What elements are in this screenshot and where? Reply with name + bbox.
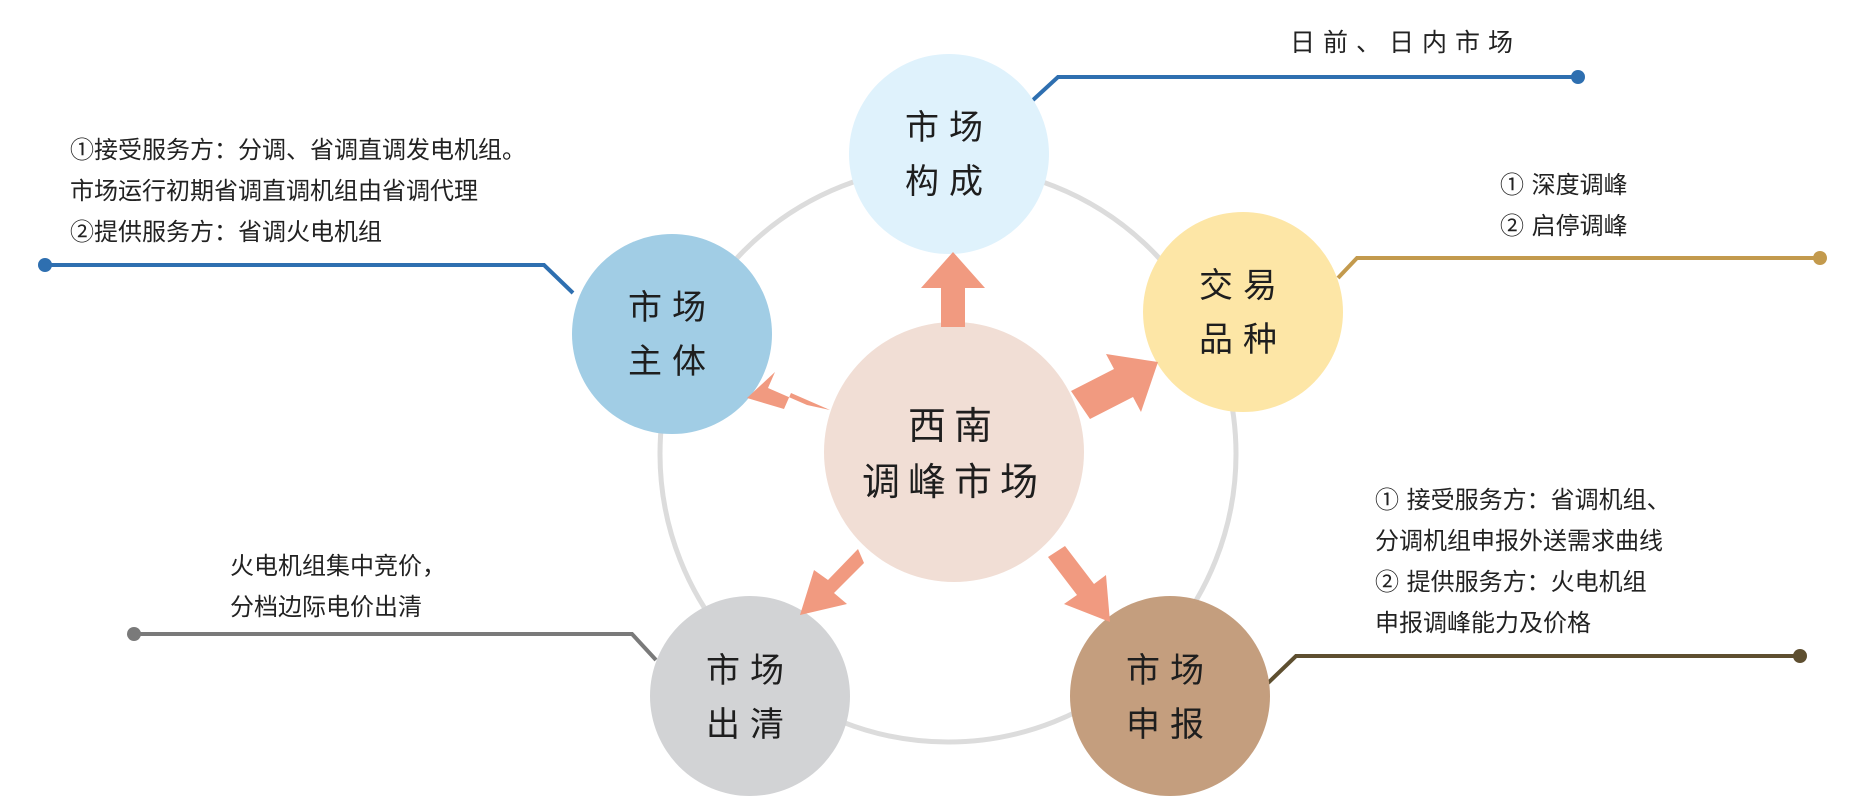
note-bottom-right-line3: ② 提供服务方：火电机组 [1375, 568, 1647, 596]
note-top: 日前、日内市场 [1290, 22, 1521, 63]
node-bottom-left-line2: 出清 [706, 705, 794, 745]
note-bottom-left: 火电机组集中竞价， 分档边际电价出清 [230, 546, 446, 628]
node-top-line2: 构成 [905, 162, 993, 202]
note-right-line2: ② 启停调峰 [1500, 212, 1628, 240]
arrow-to-bottom-left [800, 549, 864, 615]
node-circle-left [572, 234, 772, 434]
node-label-left: 市场 主体 [572, 280, 772, 390]
node-circle-bottom-right [1070, 596, 1270, 796]
node-circle-top [849, 54, 1049, 254]
note-top-line1: 日前、日内市场 [1290, 28, 1522, 57]
node-bottom-right-line2: 申报 [1126, 705, 1214, 745]
node-right-line2: 品种 [1199, 320, 1287, 360]
connector-line-right [1336, 256, 1820, 280]
note-bottom-right: ① 接受服务方：省调机组、 分调机组申报外送需求曲线 ② 提供服务方：火电机组 … [1375, 480, 1671, 644]
center-label: 西南 调峰市场 [834, 396, 1074, 512]
node-right-line1: 交易 [1199, 266, 1287, 306]
note-bottom-left-line2: 分档边际电价出清 [230, 593, 422, 621]
node-left-line1: 市场 [628, 288, 716, 328]
center-line1: 西南 [907, 404, 1000, 448]
node-left-line2: 主体 [628, 342, 716, 382]
connector-line-bottom-right [1266, 654, 1800, 685]
connector-dot-right [1813, 251, 1827, 265]
node-bottom-left-line1: 市场 [706, 651, 794, 691]
node-label-bottom-right: 市场 申报 [1070, 643, 1270, 753]
arrow-to-left [747, 372, 830, 410]
node-label-top: 市场 构成 [849, 100, 1049, 210]
connector-line-left [45, 263, 575, 295]
node-bottom-right-line1: 市场 [1126, 651, 1214, 691]
connector-dot-top [1571, 70, 1585, 84]
connector-dot-left [38, 258, 52, 272]
note-left-line3: ②提供服务方：省调火电机组 [70, 218, 382, 246]
connector-line-bottom-left [134, 632, 658, 662]
note-bottom-left-line1: 火电机组集中竞价， [230, 552, 446, 580]
center-line2: 调峰市场 [861, 460, 1046, 504]
node-label-bottom-left: 市场 出清 [650, 643, 850, 753]
note-right-line1: ① 深度调峰 [1500, 171, 1628, 199]
note-left: ①接受服务方：分调、省调直调发电机组。 市场运行初期省调直调机组由省调代理 ②提… [70, 130, 526, 253]
arrow-to-top [921, 252, 985, 327]
note-bottom-right-line1: ① 接受服务方：省调机组、 [1375, 486, 1671, 514]
node-circle-bottom-left [650, 596, 850, 796]
note-bottom-right-line4: 申报调峰能力及价格 [1375, 609, 1591, 637]
note-bottom-right-line2: 分调机组申报外送需求曲线 [1375, 527, 1663, 555]
node-circle-right [1143, 212, 1343, 412]
center-circle [824, 322, 1084, 582]
connector-dot-bottom-right [1793, 649, 1807, 663]
connector-line-top [1031, 75, 1578, 102]
connector-dot-bottom-left [127, 627, 141, 641]
node-label-right: 交易 品种 [1143, 258, 1343, 368]
arrow-to-right [1071, 354, 1158, 419]
note-left-line2: 市场运行初期省调直调机组由省调代理 [70, 177, 478, 205]
note-right: ① 深度调峰 ② 启停调峰 [1500, 165, 1628, 247]
node-top-line1: 市场 [905, 108, 993, 148]
note-left-line1: ①接受服务方：分调、省调直调发电机组。 [70, 136, 526, 164]
arrow-to-bottom-right [1048, 546, 1110, 622]
